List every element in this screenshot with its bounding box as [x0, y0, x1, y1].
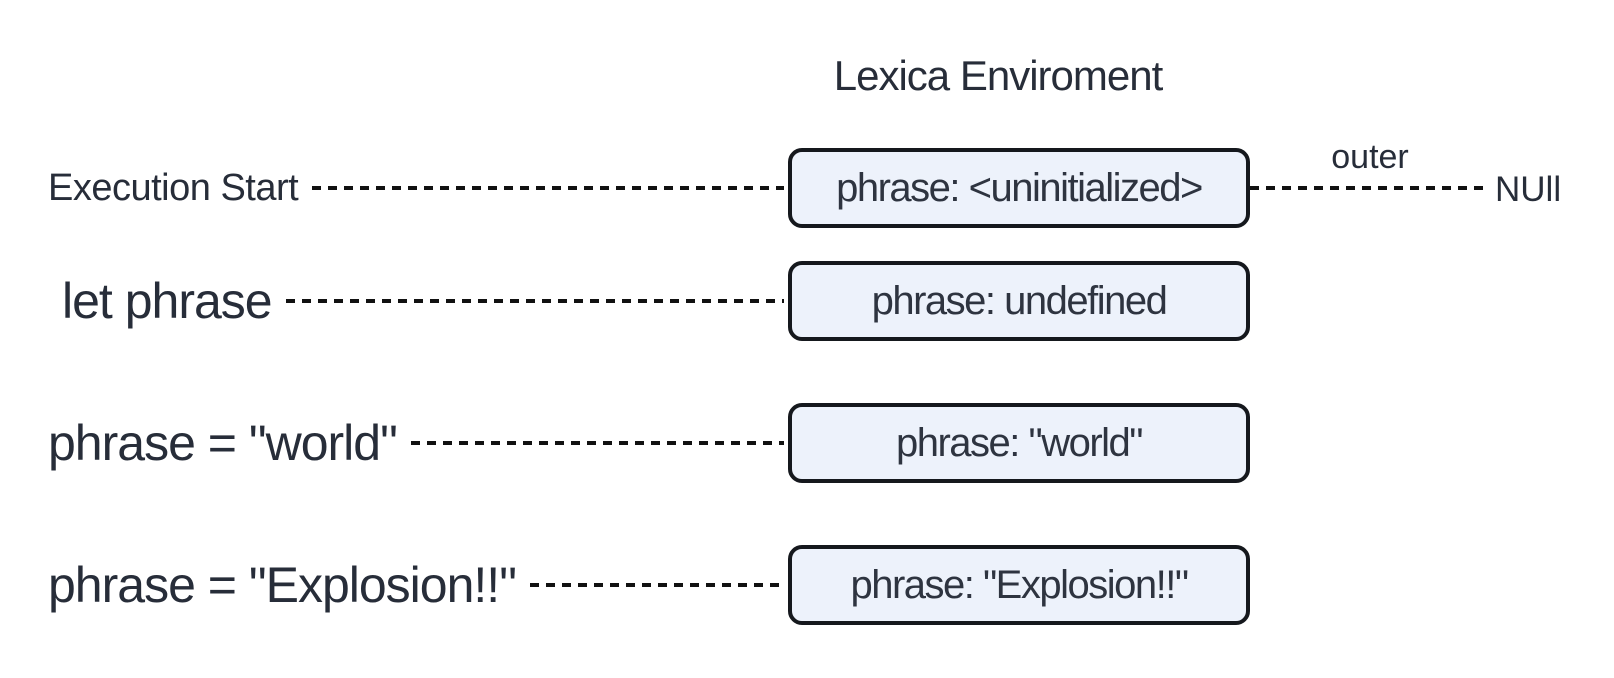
environment-record-box: phrase: undefined — [788, 261, 1250, 341]
outer-reference-connector — [1250, 186, 1487, 190]
environment-record-text: phrase: undefined — [871, 279, 1168, 323]
environment-record-text: phrase: <uninitialized> — [836, 166, 1203, 210]
code-step-label: Execution Start — [48, 167, 299, 209]
environment-record-box: phrase: <uninitialized> — [788, 148, 1250, 228]
environment-record-text: phrase: "Explosion!!" — [850, 563, 1189, 607]
dashed-connector — [312, 186, 784, 190]
environment-record-box: phrase: "Explosion!!" — [788, 545, 1250, 625]
outer-label: outer — [1331, 138, 1409, 176]
timeline-row-assign-world: phrase = "world" — [48, 403, 784, 483]
code-step-label: phrase = "Explosion!!" — [48, 557, 517, 613]
code-step-label: let phrase — [62, 273, 273, 329]
timeline-row-assign-explosion: phrase = "Explosion!!" — [48, 545, 784, 625]
dashed-connector — [285, 299, 784, 303]
null-label: NUll — [1495, 170, 1562, 209]
code-step-label: phrase = "world" — [48, 415, 398, 471]
timeline-row-let-phrase: let phrase — [48, 261, 784, 341]
dashed-connector — [410, 441, 784, 445]
environment-record-text: phrase: "world" — [895, 421, 1144, 465]
diagram-title: Lexica Enviroment — [833, 52, 1164, 99]
environment-record-box: phrase: "world" — [788, 403, 1250, 483]
dashed-connector — [529, 583, 784, 587]
timeline-row-execution-start: Execution Start — [48, 148, 784, 228]
